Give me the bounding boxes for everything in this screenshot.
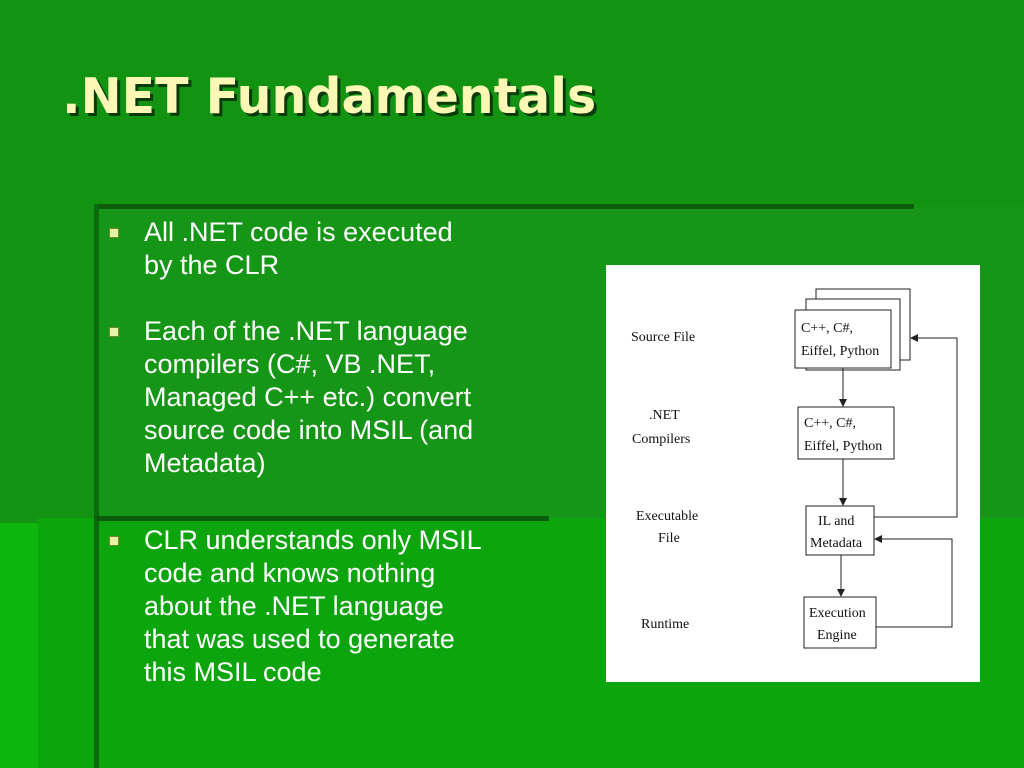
feedback-arrow-il-to-source	[874, 334, 958, 518]
bullet-line: that was used to generate	[144, 624, 455, 654]
bullet-line: CLR understands only MSIL	[144, 525, 482, 555]
bullet-line: All .NET code is executed	[144, 217, 453, 247]
clr-execution-diagram: Source File .NET Compilers Executable Fi…	[606, 265, 980, 682]
stage-label-source-file: Source File	[631, 330, 695, 345]
stage-label-runtime: Runtime	[641, 617, 689, 632]
engine-box-line-1: Execution	[809, 606, 866, 621]
source-box-line-1: C++, C#,	[801, 321, 853, 336]
bullet-line: about the .NET language	[144, 591, 444, 621]
engine-box-line-2: Engine	[817, 628, 857, 643]
bullet-item: All .NET code is executed by the CLR	[106, 216, 576, 282]
bullet-list: All .NET code is executed by the CLR Eac…	[106, 216, 576, 689]
square-bullet-icon	[109, 536, 119, 546]
background-left-strip	[0, 523, 38, 768]
bullet-line: Each of the .NET language	[144, 316, 468, 346]
feedback-arrow-engine-to-il	[874, 535, 953, 628]
square-bullet-icon	[109, 228, 119, 238]
diagram-canvas: Source File .NET Compilers Executable Fi…	[631, 288, 958, 649]
stage-label-file: File	[658, 531, 680, 546]
il-box-line-1: IL and	[818, 514, 854, 529]
bullet-line: by the CLR	[144, 250, 280, 280]
bullet-item: Each of the .NET language compilers (C#,…	[106, 315, 576, 480]
bullet-line: Managed C++ etc.) convert	[144, 382, 472, 412]
stage-label-net: .NET	[649, 408, 680, 423]
bullet-line: source code into MSIL (and	[144, 415, 474, 445]
bullet-line: Metadata)	[144, 448, 266, 478]
source-box-line-2: Eiffel, Python	[801, 344, 879, 359]
compiler-box-line-1: C++, C#,	[804, 416, 856, 431]
stage-label-executable: Executable	[636, 509, 698, 524]
il-metadata-box	[805, 505, 875, 556]
source-language-box	[794, 309, 892, 369]
execution-engine-box	[803, 596, 877, 649]
bullet-item: CLR understands only MSIL code and knows…	[106, 524, 576, 689]
compiler-box-line-2: Eiffel, Python	[804, 439, 882, 454]
il-box-line-2: Metadata	[810, 536, 863, 551]
compiler-box	[797, 406, 895, 460]
bullet-line: compilers (C#, VB .NET,	[144, 349, 436, 379]
panel-top-rule	[94, 204, 914, 209]
stage-label-compilers: Compilers	[632, 432, 690, 447]
square-bullet-icon	[109, 327, 119, 337]
bullet-line: code and knows nothing	[144, 558, 436, 588]
bullet-line: this MSIL code	[144, 657, 322, 687]
panel-bottom-rule	[94, 516, 549, 521]
panel-left-rule	[94, 204, 99, 768]
slide-title: .NET Fundamentals	[62, 68, 597, 125]
